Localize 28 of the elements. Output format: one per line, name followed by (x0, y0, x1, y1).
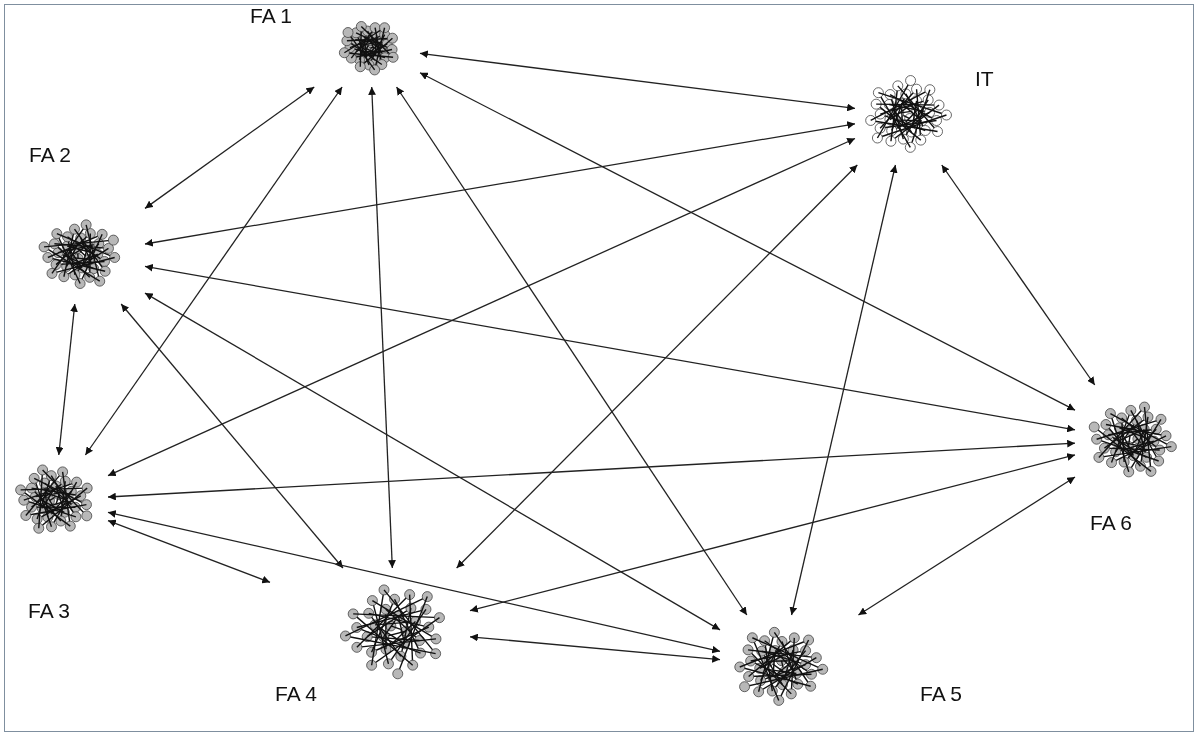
connector-arrow (368, 86, 396, 569)
connector-arrow (107, 137, 856, 477)
connector-arrow (55, 303, 78, 456)
connector-arrow (469, 453, 1076, 613)
connector-arrow (941, 164, 1096, 386)
cluster-label: FA 2 (29, 144, 72, 165)
cluster-label: FA 5 (920, 683, 963, 704)
connector-arrow (107, 510, 721, 654)
connector-arrow (144, 263, 1076, 433)
connector-arrow (120, 303, 344, 569)
cluster-label: FA 3 (28, 600, 71, 621)
connector-arrow (419, 50, 856, 112)
cluster-label: FA 6 (1090, 512, 1133, 533)
connector-arrow (144, 121, 856, 247)
connector-arrow (419, 72, 1076, 411)
cluster-label: IT (975, 68, 994, 89)
connector-arrow (469, 633, 721, 663)
connector-arrow (144, 292, 721, 631)
cluster-label: FA 1 (250, 5, 293, 26)
connector-arrow (456, 164, 858, 569)
connector-arrow (84, 86, 343, 456)
connector-arrow (107, 439, 1076, 501)
connector-arrow (857, 476, 1076, 616)
connector-arrow (395, 86, 748, 616)
connector-arrow (107, 519, 271, 584)
connector-arrow (144, 86, 315, 210)
cluster-label: FA 4 (275, 683, 318, 704)
connector-arrow (789, 164, 898, 616)
